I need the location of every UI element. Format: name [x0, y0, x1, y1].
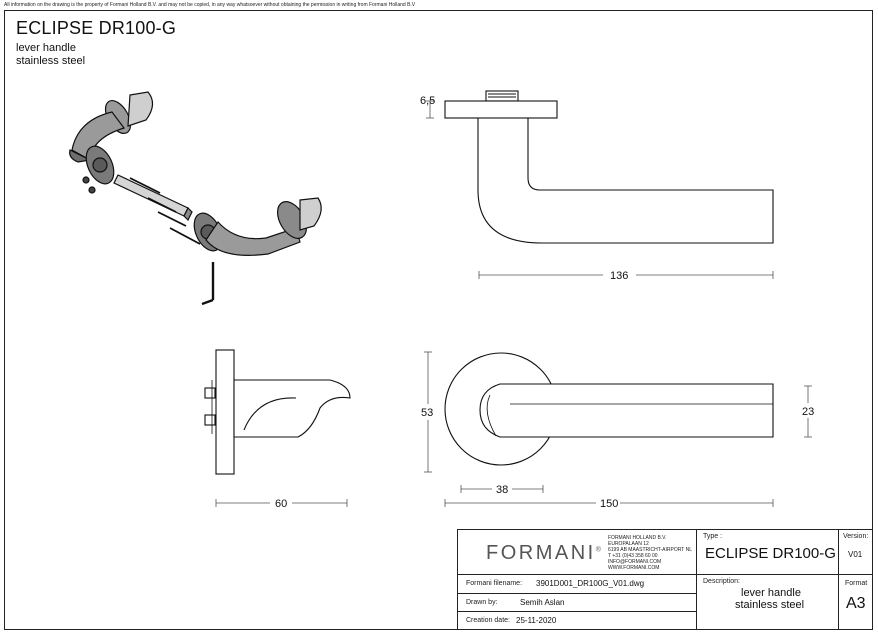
upper-lever [69, 91, 154, 194]
version-value: V01 [848, 550, 863, 559]
drawn-by-label: Drawn by: [466, 599, 498, 606]
version-cell: Version: V01 [838, 529, 873, 575]
filename-cell: Formani filename: 3901D001_DR100G_V01.dw… [457, 574, 697, 594]
filename-value: 3901D001_DR100G_V01.dwg [536, 579, 645, 588]
description-cell: Description: lever handle stainless stee… [696, 574, 839, 630]
spindle [113, 174, 193, 222]
creation-date-label: Creation date: [466, 617, 510, 624]
version-label: Version: [843, 533, 869, 540]
dim-front-height: 53 [421, 407, 433, 419]
company-address: FORMANI HOLLAND B.V. EUROPALAAN 12 6199 … [608, 535, 693, 571]
lower-lever [193, 197, 322, 256]
creation-date-value: 25-11-2020 [516, 616, 557, 625]
description-label: Description: [703, 578, 740, 585]
creation-date-cell: Creation date: 25-11-2020 [457, 611, 697, 630]
format-value: A3 [846, 595, 866, 612]
dim-top-length: 136 [610, 270, 628, 282]
formani-logo: FORMANI® [486, 542, 601, 564]
description-line-2: stainless steel [735, 599, 805, 611]
dim-front-length: 150 [600, 498, 618, 510]
format-cell: Format A3 [838, 574, 873, 630]
type-label: Type : [703, 533, 723, 540]
exploded-view [69, 91, 322, 306]
dim-top-thickness: 6,5 [420, 95, 435, 107]
drawing-frame [4, 10, 873, 630]
top-view-dimensions [426, 100, 774, 279]
company-cell: FORMANI® FORMANI HOLLAND B.V. EUROPALAAN… [457, 529, 697, 575]
disclaimer-text: All information on the drawing is the pr… [4, 2, 416, 8]
drawn-by-value: Semih Aslan [520, 598, 565, 607]
type-value: ECLIPSE DR100-G [705, 545, 836, 562]
title-block: FORMANI® FORMANI HOLLAND B.V. EUROPALAAN… [457, 529, 873, 630]
description-line-1: lever handle [741, 587, 801, 599]
front-view-dimensions [424, 351, 812, 507]
drawn-by-cell: Drawn by: Semih Aslan [457, 593, 697, 612]
subtitle-line-2: stainless steel [16, 55, 86, 67]
format-label: Format [845, 580, 868, 587]
dim-front-grip: 23 [802, 406, 814, 418]
side-view [204, 349, 351, 475]
filename-label: Formani filename: [466, 580, 523, 587]
dim-front-rose-offset: 38 [496, 484, 508, 496]
top-view [444, 90, 774, 244]
allen-key [201, 262, 215, 306]
front-view [444, 352, 774, 466]
subtitle-line-1: lever handle [16, 42, 76, 54]
dim-side-depth: 60 [275, 498, 287, 510]
drawing-title: ECLIPSE DR100-G [16, 18, 177, 38]
fixing-screws [129, 177, 201, 245]
side-view-dimensions [215, 499, 348, 507]
type-cell: Type : ECLIPSE DR100-G [696, 529, 839, 575]
